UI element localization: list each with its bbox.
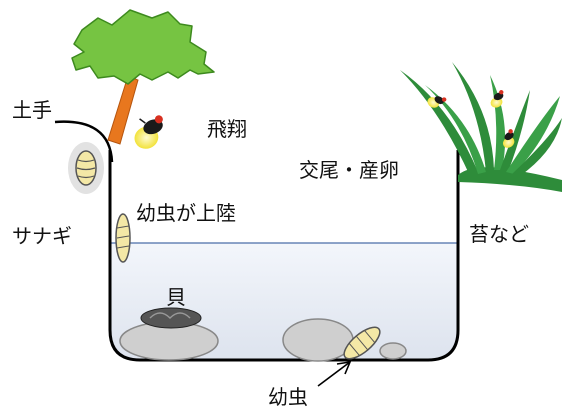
stone-small	[379, 342, 407, 360]
larva-pointer-arrow	[317, 360, 352, 387]
firefly-grass-1-icon	[427, 96, 447, 108]
channel-outline	[108, 150, 460, 362]
label-pupa: サナギ	[12, 224, 72, 248]
label-larva: 幼虫	[268, 385, 308, 409]
tree-icon	[71, 9, 215, 145]
larva-water-icon	[343, 326, 381, 360]
tree-trunk	[107, 75, 139, 145]
snail-icon	[140, 307, 202, 329]
grass-mound	[458, 167, 562, 192]
label-larva-landing: 幼虫が上陸	[136, 201, 236, 225]
label-flight: 飛翔	[207, 117, 247, 141]
label-embankment: 土手	[12, 98, 52, 122]
pupa-cocoon-icon	[68, 142, 104, 194]
label-moss: 苔など	[469, 222, 529, 246]
label-snail: 貝	[166, 285, 186, 309]
grass-icon	[400, 62, 562, 192]
firefly-grass-3-icon	[502, 129, 515, 148]
stone-middle	[282, 318, 354, 362]
larva-landing-icon	[115, 213, 131, 263]
tree-leaves	[71, 9, 215, 85]
firefly-grass-2-icon	[490, 89, 504, 108]
embankment-curve	[54, 120, 114, 163]
label-mating-egg-laying: 交尾・産卵	[299, 158, 399, 182]
firefly-flying-icon	[134, 115, 163, 149]
